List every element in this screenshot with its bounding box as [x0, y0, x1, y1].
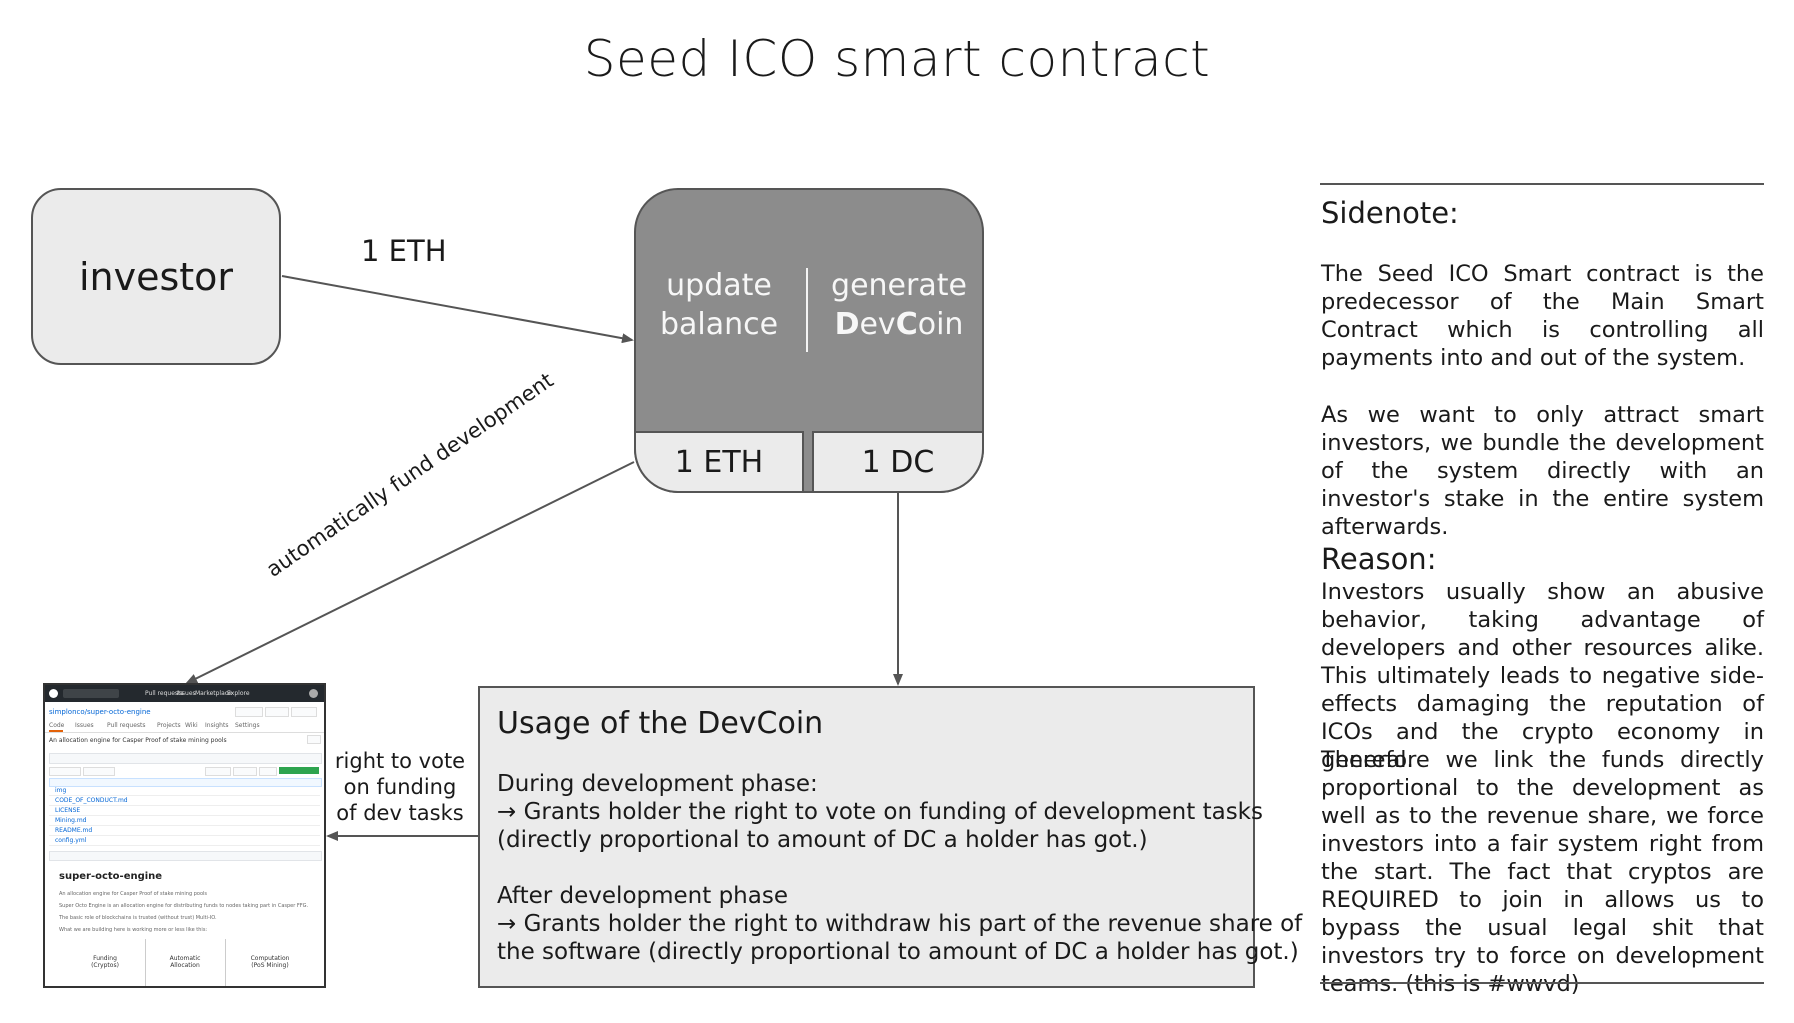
thumb-col-2: Computation(PoS Mining) [250, 955, 290, 969]
thumb-active-tab-underline [49, 730, 63, 732]
usage-line-5: the software (directly proportional to a… [497, 939, 1299, 965]
usage-line-0: During development phase: [497, 771, 818, 797]
thumb-topbar: Pull requests Issues Marketplace Explore [45, 685, 324, 702]
sidenote-bottom-rule [1320, 982, 1764, 984]
thumb-file-2: LICENSE [55, 807, 81, 814]
update-balance-label: update balance [659, 268, 779, 342]
thumb-nav-2: Marketplace [195, 690, 232, 697]
thumb-file-3: Mining.md [55, 817, 87, 824]
thumb-upload-button [233, 767, 257, 776]
thumb-file-5: config.yml [55, 837, 87, 844]
avatar-icon [309, 689, 318, 698]
thumb-find-button [259, 767, 277, 776]
thumb-readme-line-2: The basic role of blockchains is trusted… [59, 915, 217, 921]
thumb-file-4: README.md [55, 827, 93, 834]
eth-slot-label: 1 ETH [674, 444, 764, 480]
thumb-file-0: img [55, 787, 67, 794]
eth-slot: 1 ETH [634, 431, 804, 493]
thumb-tab-0: Code [49, 722, 65, 729]
thumb-create-file-button [205, 767, 231, 776]
thumb-watch-button [235, 707, 263, 717]
dc-slot-label: 1 DC [861, 444, 935, 480]
thumb-tab-6: Settings [235, 722, 260, 729]
thumb-tab-divider [45, 732, 324, 733]
usage-line-2: (directly proportional to amount of DC a… [497, 827, 1148, 853]
edge-investor-to-contract [281, 275, 634, 344]
sidenote-paragraph-2: As we want to only attract smart investo… [1321, 402, 1764, 540]
thumb-branch-button [49, 767, 81, 776]
dc-slot: 1 DC [812, 431, 984, 493]
thumb-readme-header [49, 851, 322, 861]
thumb-nav-3: Explore [227, 690, 250, 697]
thumb-new-pr-button [83, 767, 115, 776]
thumb-tab-3: Projects [157, 722, 181, 729]
thumb-star-button [265, 707, 289, 717]
repo-screenshot-thumbnail: Pull requests Issues Marketplace Explore… [43, 683, 326, 988]
thumb-col-0: Funding(Cryptos) [91, 955, 119, 969]
edge-label-vote: right to vote on funding of dev tasks [332, 748, 468, 826]
usage-line-3: After development phase [497, 883, 788, 909]
usage-line-4: → Grants holder the right to withdraw hi… [497, 911, 1303, 937]
generate-word: generate [831, 268, 967, 303]
thumb-nav-1: Issues [177, 690, 196, 697]
generate-devcoin-label: generate DevCoin [820, 266, 978, 344]
investor-node: investor [31, 188, 281, 365]
vote-label-line-0: right to vote [334, 749, 466, 773]
thumb-tab-5: Insights [205, 722, 229, 729]
thumb-clone-button [279, 767, 319, 774]
sidenote-top-rule [1320, 183, 1764, 185]
thumb-stats-bar [49, 753, 322, 764]
thumb-edit-button [307, 735, 321, 744]
investor-label: investor [78, 254, 234, 299]
thumb-readme-title: super-octo-engine [59, 871, 163, 882]
vote-label-line-1: on funding [343, 775, 457, 799]
thumb-search-box [63, 689, 119, 698]
vote-label-line-2: of dev tasks [336, 801, 464, 825]
edge-contract-to-repo [185, 461, 635, 684]
thumb-tab-4: Wiki [185, 722, 198, 729]
thumb-readme-line-1: Super Octo Engine is an allocation engin… [59, 903, 309, 909]
thumb-readme-line-3: What we are building here is working mor… [59, 927, 208, 933]
github-logo-icon [49, 689, 58, 698]
usage-title: Usage of the DevCoin [497, 706, 824, 741]
thumb-file-1: CODE_OF_CONDUCT.md [55, 797, 128, 804]
usage-node [478, 686, 1255, 988]
thumb-nav-0: Pull requests [145, 690, 184, 697]
sidenote-heading: Sidenote: [1321, 196, 1459, 230]
sidenote-paragraph-1: The Seed ICO Smart contract is the prede… [1321, 261, 1764, 371]
edge-label-1-eth: 1 ETH [361, 234, 447, 268]
diagram-title: Seed ICO smart contract [583, 30, 1211, 88]
thumb-description: An allocation engine for Casper Proof of… [49, 737, 227, 744]
thumb-column-divider-2 [225, 939, 226, 986]
contract-divider [806, 268, 808, 352]
thumb-fork-button [291, 707, 317, 717]
usage-line-1: → Grants holder the right to vote on fun… [497, 799, 1263, 825]
reason-heading: Reason: [1321, 542, 1437, 576]
thumb-tab-2: Pull requests [107, 722, 146, 729]
thumb-column-divider-1 [145, 939, 146, 986]
reason-paragraph-1: Investors usually show an abusive behavi… [1321, 579, 1764, 773]
thumb-readme-line-0: An allocation engine for Casper Proof of… [59, 891, 208, 897]
thumb-tab-1: Issues [75, 722, 94, 729]
devcoin-word: DevCoin [834, 307, 964, 342]
reason-paragraph-2: Therefore we link the funds directly pro… [1321, 747, 1764, 997]
thumb-commit-bar [49, 778, 322, 787]
thumb-repo-path: simplonco/super-octo-engine [49, 708, 151, 716]
